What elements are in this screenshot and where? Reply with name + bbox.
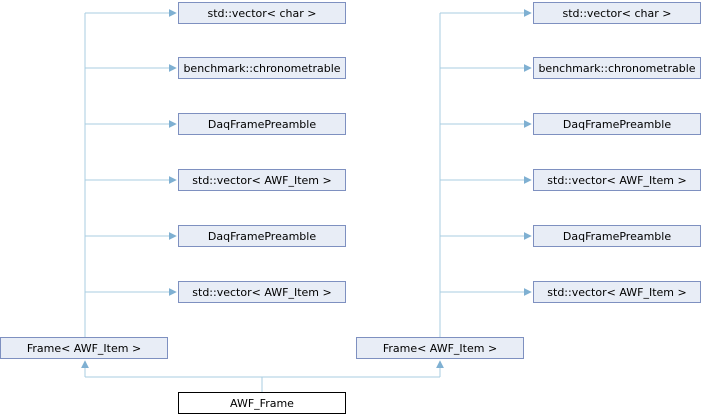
node-daqframepreamble-1-right[interactable]: DaqFramePreamble [533, 113, 701, 135]
node-benchmark-chronometrable-right[interactable]: benchmark::chronometrable [533, 57, 701, 79]
node-frame-awf-item-left[interactable]: Frame< AWF_Item > [0, 337, 168, 359]
node-std-vector-awf-item-1-right[interactable]: std::vector< AWF_Item > [533, 169, 701, 191]
node-daqframepreamble-2-right[interactable]: DaqFramePreamble [533, 225, 701, 247]
node-awf-frame-main: AWF_Frame [178, 392, 346, 414]
node-std-vector-char-right[interactable]: std::vector< char > [533, 2, 701, 24]
node-frame-awf-item-right[interactable]: Frame< AWF_Item > [356, 337, 524, 359]
node-std-vector-awf-item-1-left[interactable]: std::vector< AWF_Item > [178, 169, 346, 191]
node-std-vector-awf-item-2-right[interactable]: std::vector< AWF_Item > [533, 281, 701, 303]
node-std-vector-awf-item-2-left[interactable]: std::vector< AWF_Item > [178, 281, 346, 303]
node-benchmark-chronometrable-left[interactable]: benchmark::chronometrable [178, 57, 346, 79]
node-daqframepreamble-2-left[interactable]: DaqFramePreamble [178, 225, 346, 247]
node-daqframepreamble-1-left[interactable]: DaqFramePreamble [178, 113, 346, 135]
node-std-vector-char-left[interactable]: std::vector< char > [178, 2, 346, 24]
